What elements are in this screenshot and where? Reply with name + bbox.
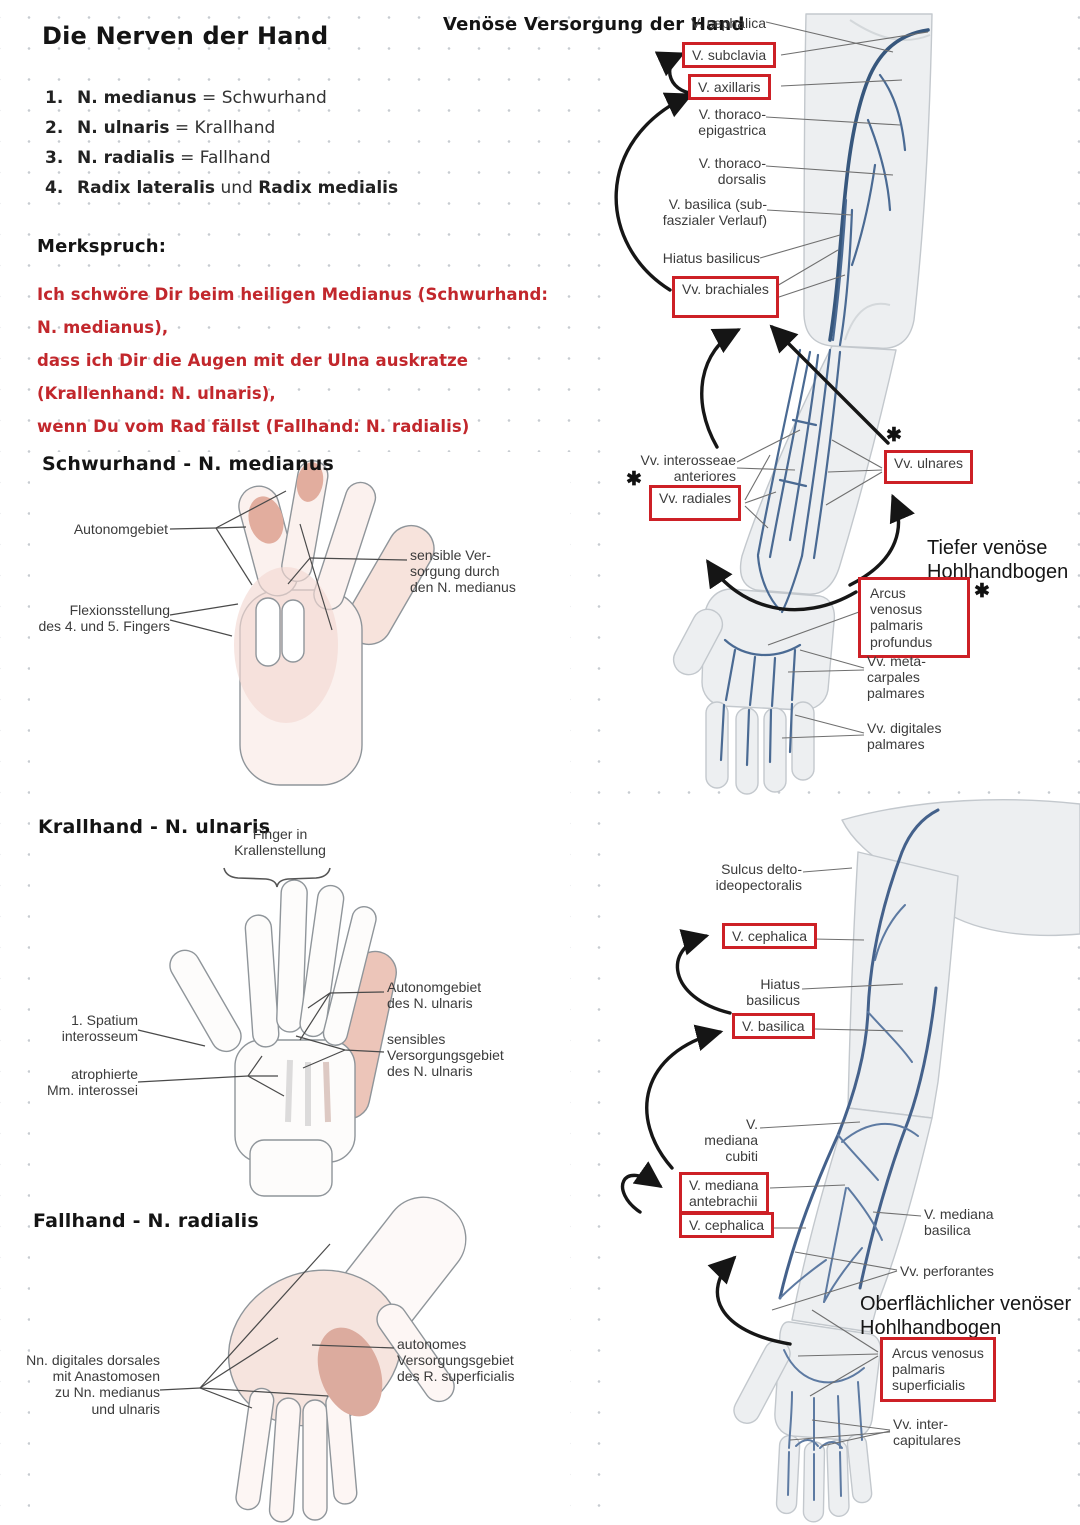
list-item-2: 2.N. ulnaris = Krallhand: [45, 118, 276, 138]
asterisk-ulnares: ✱: [886, 425, 902, 446]
krallhand-title: Krallhand - N. ulnaris: [38, 816, 271, 838]
label-vv-metacarpales: Vv. meta- carpales palmares: [867, 653, 926, 702]
list-num: 4.: [45, 178, 64, 198]
box-v-basilica: V. basilica: [732, 1013, 815, 1040]
label-thoraco-epigastrica: V. thoraco- epigastrica: [698, 106, 766, 139]
fallhand-title: Fallhand - N. radialis: [33, 1210, 259, 1232]
label-sensibles-ulnaris: sensibles Versorgungsgebiet des N. ulnar…: [387, 1031, 504, 1080]
label-vv-intercapitulares: Vv. inter- capitulares: [893, 1416, 961, 1449]
schwurhand-figure: [169, 459, 435, 786]
label-vv-digitales-palmares: Vv. digitales palmares: [867, 720, 942, 753]
asterisk-radiales: ✱: [626, 469, 642, 490]
list-num: 1.: [45, 88, 64, 108]
label-autonomgebiet-ulnaris: Autonomgebiet des N. ulnaris: [387, 979, 482, 1012]
krallhand-figure: [137, 867, 397, 1197]
superficial-arm-figure: [620, 799, 1080, 1523]
label-autonomes-superficialis: autonomes Versorgungsgebiet des R. super…: [397, 1336, 515, 1385]
label-hiatus-basilicus: Hiatus basilicus: [662, 250, 760, 266]
label-vv-interosseae: Vv. interosseae anteriores: [640, 452, 736, 485]
label-spatium-interosseum: 1. Spatium interosseum: [61, 1012, 138, 1045]
box-v-axillaris: V. axillaris: [688, 74, 771, 101]
deep-arm-figure: [614, 13, 933, 795]
label-finger-krallenstellung: Finger in Krallenstellung: [234, 826, 326, 859]
label-sensible-versorgung: sensible Ver- sorgung durch den N. media…: [410, 547, 516, 596]
merkspruch-text: Ich schwöre Dir beim heiligen Medianus (…: [37, 285, 549, 436]
list-num: 2.: [45, 118, 64, 138]
label-v-mediana-basilica: V. mediana basilica: [924, 1206, 994, 1239]
label-hiatus-basilicus-2: Hiatus basilicus: [746, 976, 800, 1009]
list-item-1: 1.N. medianus = Schwurhand: [45, 88, 327, 108]
box-v-subclavia: V. subclavia: [682, 42, 777, 69]
fallhand-figure: [159, 1196, 467, 1523]
asterisk-arcus: ✱: [974, 581, 990, 602]
box-v-mediana-antebrachii: V. mediana antebrachii: [679, 1172, 769, 1215]
label-atrophierte-interossei: atrophierte Mm. interossei: [46, 1066, 138, 1099]
label-digitales-dorsales: Nn. digitales dorsales mit Anastomosen z…: [26, 1352, 160, 1417]
label-autonomgebiet: Autonomgebiet: [73, 521, 168, 537]
box-v-cephalica-lower: V. cephalica: [679, 1212, 774, 1239]
box-vv-radiales: Vv. radiales: [649, 485, 742, 522]
page-title: Die Nerven der Hand: [42, 22, 329, 50]
box-vv-ulnares: Vv. ulnares: [884, 450, 973, 485]
label-v-mediana-cubiti: V. mediana cubiti: [704, 1116, 758, 1165]
label-v-cephalica: V. cephalica: [691, 15, 766, 31]
list-num: 3.: [45, 148, 64, 168]
label-vv-perforantes: Vv. perforantes: [900, 1263, 994, 1279]
box-arcus-superficialis: Arcus venosus palmaris superficialis: [880, 1337, 996, 1402]
box-arcus-profundus: Arcus venosus palmaris profundus: [858, 577, 970, 658]
label-thoraco-dorsalis: V. thoraco- dorsalis: [698, 155, 766, 188]
heading-oberflaechlicher-hohlhandbogen: Oberflächlicher venöser Hohlhandbogen: [860, 1293, 1072, 1339]
merkspruch-label: Merkspruch:: [37, 236, 167, 257]
box-v-cephalica-upper: V. cephalica: [722, 923, 817, 950]
label-sulcus-deltoideopectoralis: Sulcus delto- ideopectoralis: [715, 861, 802, 894]
box-vv-brachiales: Vv. brachiales: [672, 276, 779, 319]
venous-title: Venöse Versorgung der Hand: [443, 14, 745, 35]
label-flexionsstellung: Flexionsstellung des 4. und 5. Fingers: [38, 602, 170, 635]
label-v-basilica-subfaszial: V. basilica (sub- faszialer Verlauf): [662, 196, 767, 229]
list-item-3: 3.N. radialis = Fallhand: [45, 148, 271, 168]
brace: [223, 867, 331, 888]
list-item-4: 4.Radix lateralis und Radix medialis: [45, 178, 399, 198]
schwurhand-title: Schwurhand - N. medianus: [42, 453, 335, 475]
